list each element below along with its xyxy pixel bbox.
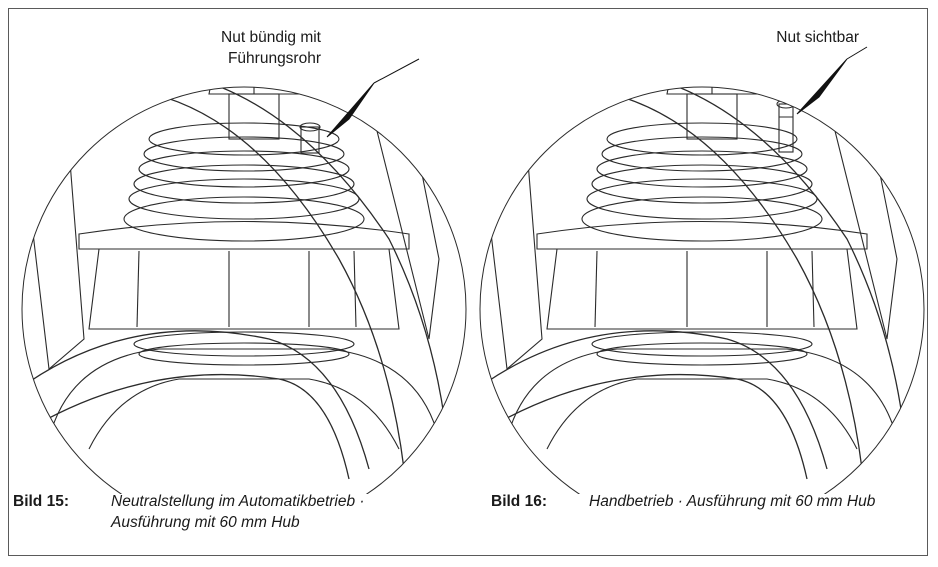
figure-15: Nut bündig mit Führungsrohr <box>9 9 469 494</box>
caption-number: Bild 15: <box>13 493 69 510</box>
figure-15-drawing <box>21 58 467 494</box>
caption-text: Handbetrieb · Ausführung mit 60 mm Hub <box>589 493 876 510</box>
document-frame: Nut bündig mit Führungsrohr <box>8 8 928 556</box>
callout-label-16: Nut sichtbar <box>776 29 859 46</box>
callout-label-15: Nut bündig mit Führungsrohr <box>221 29 321 67</box>
caption-number: Bild 16: <box>491 493 547 510</box>
figure-16-drawing <box>479 46 925 494</box>
caption-text: Neutralstellung im Automatikbetrieb · Au… <box>111 493 365 531</box>
figure-16: Nut sichtbar <box>467 9 927 494</box>
